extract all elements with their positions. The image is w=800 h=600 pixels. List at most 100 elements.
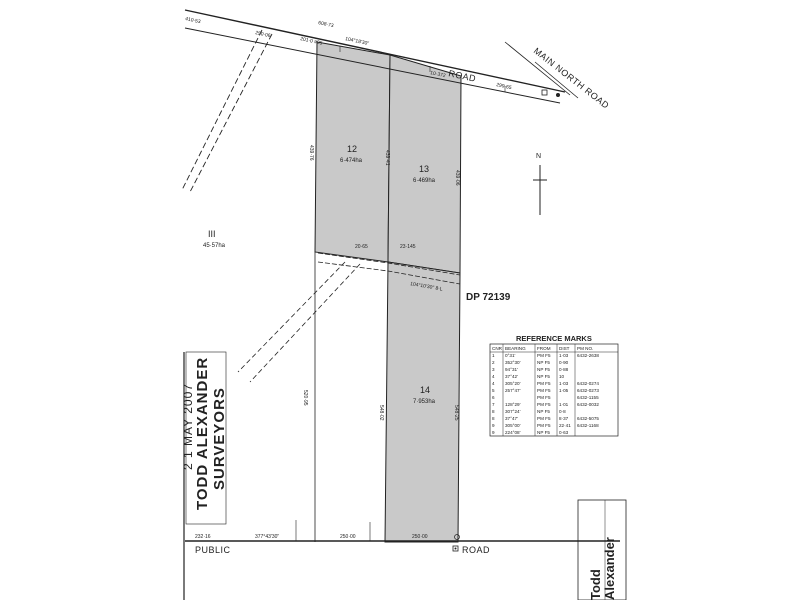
- lot-14-area: [384, 261, 461, 543]
- reference-marks-header: BEARING: [505, 346, 526, 351]
- stamp-date: 2 1 MAY 2007: [181, 383, 195, 470]
- reference-marks-cell: 37°42': [505, 374, 518, 379]
- reference-marks-cell: PM F5: [537, 402, 551, 407]
- reference-marks-cell: 0·90: [559, 360, 569, 365]
- svg-text:20·65: 20·65: [355, 244, 368, 250]
- reference-marks-header: CNR: [492, 346, 503, 351]
- north-label: N: [536, 153, 541, 160]
- dashed-boundary-a: [181, 29, 263, 191]
- svg-text:439·06: 439·06: [454, 170, 460, 186]
- survey-mark-icon: [452, 89, 560, 552]
- reference-marks-cell: PM F5: [537, 388, 551, 393]
- reference-marks-cell: 8: [492, 416, 495, 421]
- lot-12-area: 6·474ha: [340, 158, 363, 164]
- reference-marks-title: REFERENCE MARKS: [516, 334, 592, 343]
- reference-marks-cell: 1·03: [559, 353, 569, 358]
- reference-marks-header: FROM: [537, 346, 551, 351]
- reference-marks-cell: 6432-0273: [577, 388, 599, 393]
- svg-text:104°18'30": 104°18'30": [345, 36, 370, 47]
- reference-marks-cell: 305°00': [505, 423, 521, 428]
- svg-text:250·06: 250·06: [255, 30, 272, 39]
- svg-text:299·65: 299·65: [496, 82, 513, 91]
- reference-marks-cell: 6: [492, 395, 495, 400]
- reference-marks-cell: 307°24': [505, 409, 521, 414]
- dashed-boundary-b: [189, 33, 273, 193]
- reference-marks-cell: PM F5: [537, 416, 551, 421]
- reference-marks-cell: PM F5: [537, 381, 551, 386]
- reference-marks-cell: 257°47': [505, 388, 521, 393]
- reference-marks-cell: 0·63: [559, 430, 569, 435]
- reference-marks-cell: 37°47': [505, 416, 518, 421]
- svg-text:104°10'30" 8·L: 104°10'30" 8·L: [410, 281, 444, 293]
- reference-marks-cell: 0·88: [559, 367, 569, 372]
- reference-marks-cell: 9: [492, 423, 495, 428]
- reference-marks-cell: PM F5: [537, 423, 551, 428]
- reference-marks-cell: 0·8: [559, 409, 566, 414]
- dimension-labels: 410·53 250·06 201·0 #95 104°18'30" 608·7…: [185, 16, 513, 540]
- reference-marks-cell: 4: [492, 381, 495, 386]
- reference-marks-cell: 4: [492, 374, 495, 379]
- reference-marks-cell: 224°08': [505, 430, 521, 435]
- north-arrow-icon: [533, 165, 547, 215]
- stamp-surveyors: SURVEYORS: [211, 387, 228, 490]
- reference-marks-cell: 0°31': [505, 353, 516, 358]
- surveyor-stamp: 2 1 MAY 2007 TODD ALEXANDER SURVEYORS: [181, 351, 228, 525]
- lot-14-area: 7·953ha: [413, 399, 436, 405]
- svg-text:410·53: 410·53: [185, 16, 202, 25]
- west-lot-area: 45·57ha: [203, 243, 226, 249]
- reference-marks-cell: 1·01: [559, 402, 569, 407]
- main-north-road-boundary-b: [534, 61, 579, 99]
- reference-marks-cell: 2: [492, 360, 495, 365]
- reference-marks-cell: 305°20': [505, 381, 521, 386]
- svg-text:608·73: 608·73: [318, 20, 335, 29]
- reference-marks-cell: 6432-5075: [577, 416, 599, 421]
- reference-marks-cell: 1·03: [559, 381, 569, 386]
- svg-text:23·145: 23·145: [400, 244, 416, 250]
- top-road-boundary-south: [184, 27, 561, 104]
- reference-marks-cell: 1·05: [559, 388, 569, 393]
- reference-marks-cell: 94°31': [505, 367, 518, 372]
- boundary-dimensions: [295, 46, 506, 541]
- reference-marks-cell: 10: [559, 374, 565, 379]
- svg-text:439·76: 439·76: [308, 145, 314, 161]
- reference-marks-cell: 1: [492, 353, 495, 358]
- reference-marks-cell: 6432-1155: [577, 395, 599, 400]
- reference-marks-header: PM NO.: [577, 346, 593, 351]
- svg-text:548·02: 548·02: [378, 405, 384, 421]
- svg-text:548·25: 548·25: [453, 405, 459, 421]
- svg-text:232·16: 232·16: [195, 534, 211, 540]
- public-road-label: PUBLIC: [195, 545, 231, 555]
- reference-marks-cell: 128°29': [505, 402, 521, 407]
- west-lot-number: III: [208, 229, 216, 239]
- deposited-plan-label: DP 72139: [466, 292, 511, 303]
- svg-text:201·0 #95: 201·0 #95: [300, 36, 323, 47]
- reference-marks-cell: 6432-2638: [577, 353, 599, 358]
- footer-logo-text: ToddAlexander: [588, 537, 617, 600]
- sw-easement-b: [249, 263, 361, 383]
- reference-marks-cell: PM F5: [537, 353, 551, 358]
- easement-strip-top: [317, 252, 461, 276]
- svg-text:250·00: 250·00: [340, 534, 356, 540]
- reference-marks-cell: NP F5: [537, 360, 550, 365]
- sw-easement-a: [237, 261, 346, 373]
- reference-marks-cell: 352°30': [505, 360, 521, 365]
- reference-marks-cell: 22·41: [559, 423, 571, 428]
- reference-marks-cell: 6432-0274: [577, 381, 599, 386]
- reference-marks-cell: NP F5: [537, 367, 550, 372]
- top-road-boundary-north: [184, 9, 566, 93]
- reference-marks-cell: 7: [492, 402, 495, 407]
- title-block: ToddAlexander: [577, 499, 627, 600]
- lot-14-number: 14: [420, 385, 430, 395]
- stamp-company: TODD ALEXANDER: [194, 357, 211, 510]
- svg-text:520·95: 520·95: [302, 390, 308, 406]
- lot-12-number: 12: [347, 144, 357, 154]
- reference-marks-cell: 9: [492, 430, 495, 435]
- reference-marks-cell: 6432-0032: [577, 402, 599, 407]
- reference-marks-header: DIST: [559, 346, 570, 351]
- reference-marks-cell: 5: [492, 388, 495, 393]
- main-north-road-boundary-a: [504, 41, 571, 96]
- easement-strip-bottom: [317, 261, 461, 285]
- svg-text:10·372: 10·372: [430, 70, 447, 79]
